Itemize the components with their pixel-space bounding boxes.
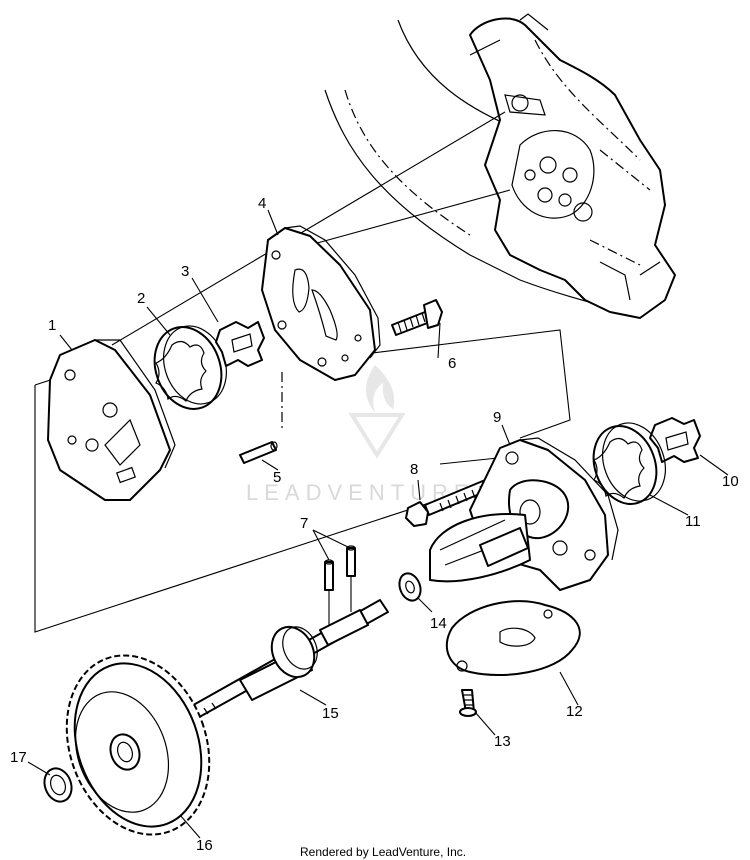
callout-10: 10: [722, 473, 739, 490]
part-10-inner-rotor: [649, 417, 701, 463]
part-4-pump-body: [261, 225, 381, 381]
callout-labels: 1 2 3 4 5 6 7 8 9 10 11 12 13 14 15 16 1…: [10, 195, 739, 854]
callout-15: 15: [322, 705, 339, 722]
callout-14: 14: [430, 615, 447, 632]
callout-6: 6: [448, 355, 456, 372]
callout-12: 12: [566, 703, 583, 720]
part-16-gear: [65, 654, 211, 836]
part-1-pump-cover: [47, 339, 176, 501]
part-7-pins: [324, 545, 356, 625]
part-2-outer-rotor: [153, 325, 227, 410]
part-15-shaft: [187, 599, 389, 721]
part-9-pump-housing: [429, 437, 619, 591]
callout-8: 8: [410, 461, 418, 478]
callout-4: 4: [258, 195, 266, 212]
callout-11: 11: [685, 513, 701, 530]
callout-9: 9: [493, 409, 501, 426]
part-11-outer-rotor: [592, 422, 666, 505]
watermark-text: LEADVENTURE: [246, 480, 475, 505]
part-3-inner-rotor: [215, 321, 265, 367]
reference-lines: [34, 111, 571, 633]
engine-crankcase: [324, 13, 676, 319]
callout-1: 1: [48, 317, 56, 334]
part-5-dowel-pin: [239, 441, 278, 464]
footer-credit: Rendered by LeadVenture, Inc.: [300, 845, 466, 859]
part-6-bolt: [391, 299, 443, 336]
part-14-washer: [398, 572, 422, 602]
watermark-logo: [348, 365, 406, 459]
callout-3: 3: [181, 263, 189, 280]
callout-7: 7: [300, 515, 308, 532]
callout-leaders: [27, 209, 729, 839]
part-13-screw: [459, 689, 477, 717]
callout-2: 2: [137, 290, 145, 307]
part-17-washer: [43, 767, 73, 803]
callout-13: 13: [494, 733, 511, 750]
part-12-plate: [445, 600, 581, 677]
callout-17: 17: [10, 749, 27, 766]
callout-16: 16: [196, 837, 213, 854]
callout-5: 5: [273, 469, 281, 486]
